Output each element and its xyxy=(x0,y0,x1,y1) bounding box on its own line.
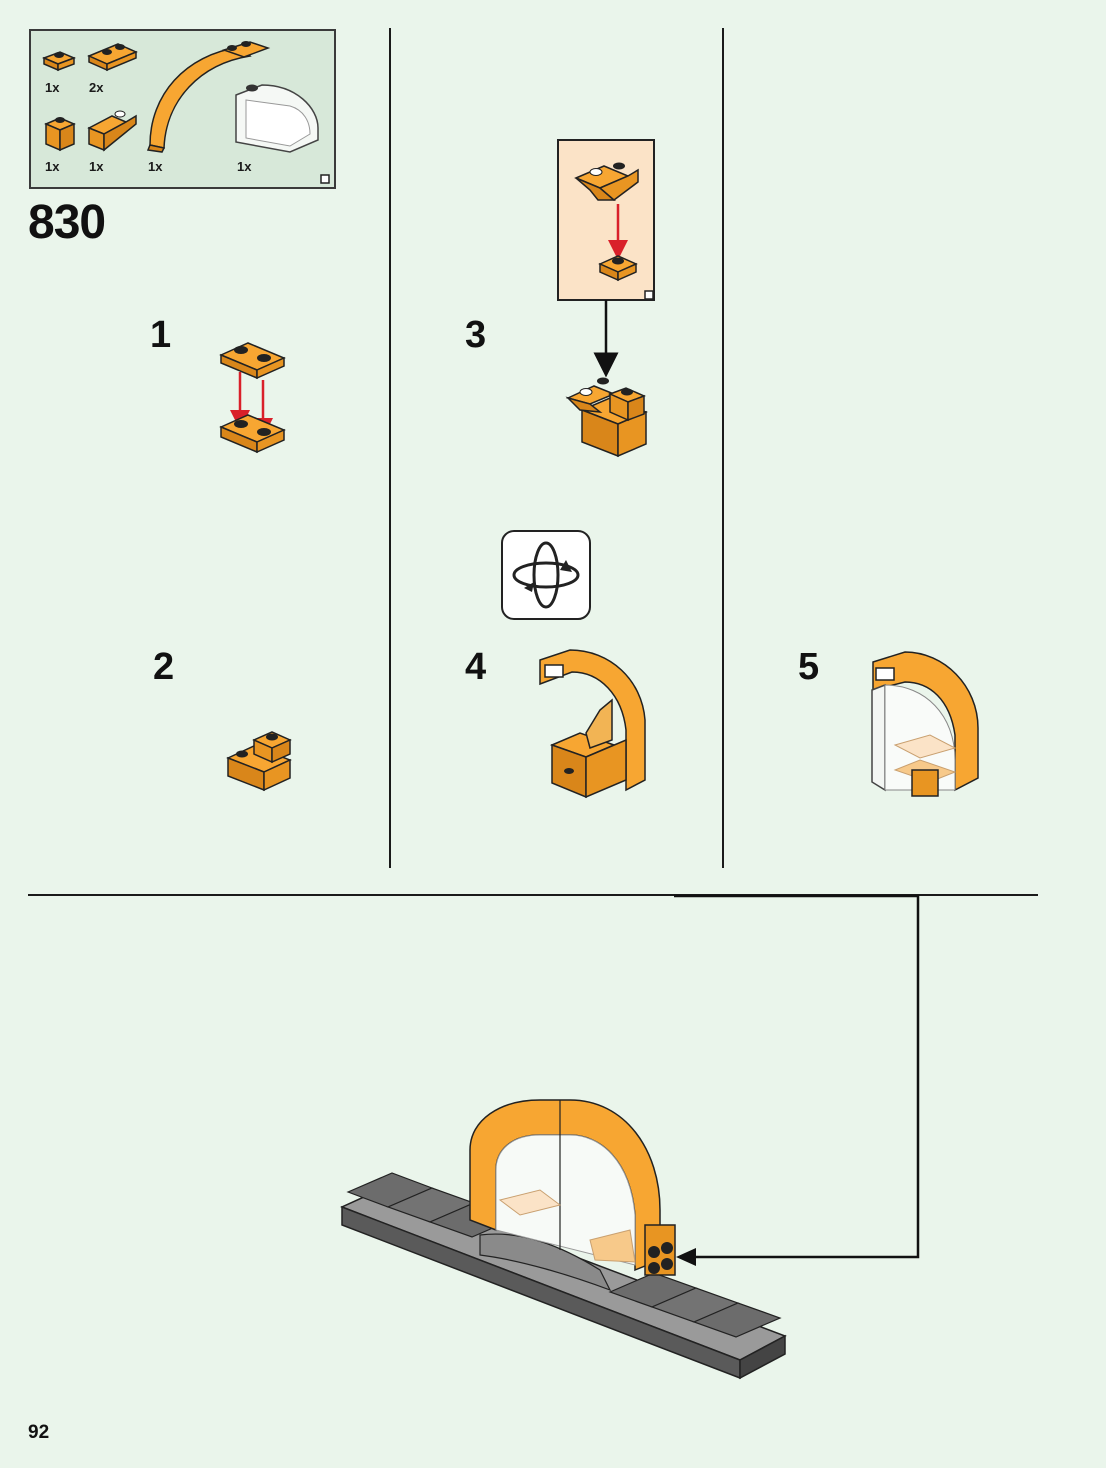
part-qty-label: 1x xyxy=(45,80,59,95)
step-number-1: 1 xyxy=(150,314,171,357)
part-qty-label: 1x xyxy=(148,159,162,174)
step-3-illustration xyxy=(568,378,646,457)
step-number-2: 2 xyxy=(153,646,174,689)
set-number: 830 xyxy=(28,195,105,250)
step-number-5: 5 xyxy=(798,646,819,689)
step-5-illustration xyxy=(872,652,978,796)
page-number: 92 xyxy=(28,1422,49,1444)
parts-list-box xyxy=(29,29,336,189)
rotate-model-icon xyxy=(502,531,590,619)
step-2-illustration xyxy=(228,732,290,790)
main-assembly-illustration xyxy=(342,896,918,1378)
step-number-4: 4 xyxy=(465,646,486,689)
part-qty-label: 2x xyxy=(89,80,103,95)
part-qty-label: 1x xyxy=(237,159,251,174)
column-divider xyxy=(389,28,391,868)
step-1-illustration xyxy=(221,343,284,452)
step-number-3: 3 xyxy=(465,314,486,357)
step-3-callout xyxy=(558,140,654,365)
part-qty-label: 1x xyxy=(89,159,103,174)
step-4-illustration xyxy=(540,650,645,797)
part-qty-label: 1x xyxy=(45,159,59,174)
column-divider xyxy=(722,28,724,868)
section-divider xyxy=(28,894,1038,896)
